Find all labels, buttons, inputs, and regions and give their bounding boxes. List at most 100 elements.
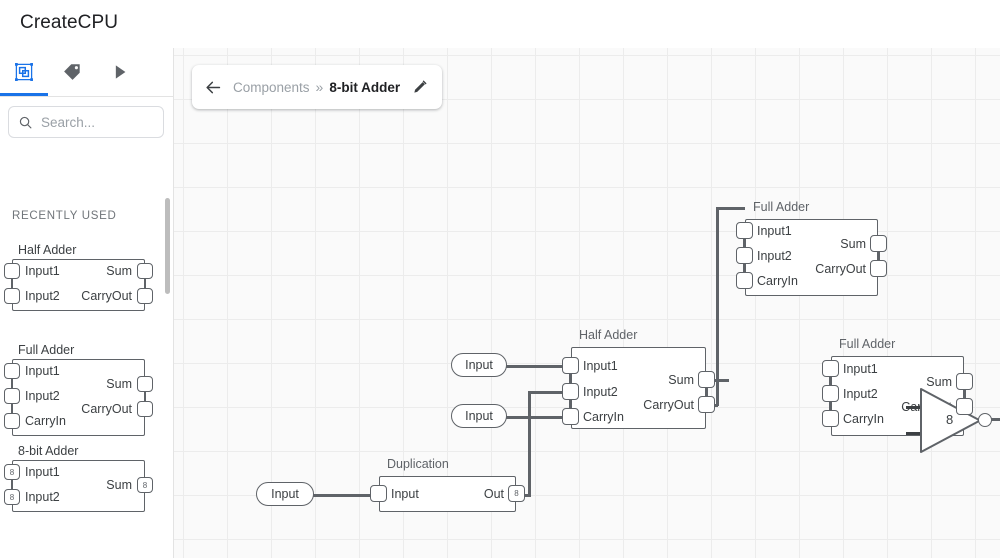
node-duplication[interactable]: Duplication Input 8 Out [370,457,525,512]
node-pin-sum[interactable] [698,371,715,388]
node-pin-label: Input1 [583,359,618,373]
palette-pin-input[interactable]: 8 [4,464,20,480]
node-pin-carryout[interactable] [698,396,715,413]
circuit-canvas[interactable]: Components » 8-bit Adder [174,48,1000,558]
palette-pin-label: Sum [106,478,132,492]
node-pin-input1[interactable] [562,357,579,374]
palette-item-8bit-adder[interactable]: 8-bit Adder 8 Input1 8 Input2 8 Sum [4,444,153,512]
node-pin-carryin[interactable] [736,272,753,289]
merger-bit-width-label: 8 [946,412,954,427]
node-pin-label: CarryIn [583,410,624,424]
node-pin-label: Out [483,487,504,501]
node-pin-input2[interactable] [736,247,753,264]
node-pin-input[interactable] [370,485,387,502]
node-full-adder-top[interactable]: Full Adder Input1 Input2 CarryIn Sum Car… [736,200,887,296]
search-input[interactable] [41,114,146,130]
palette-pin-label: CarryIn [25,414,66,428]
node-pin-sum[interactable] [870,235,887,252]
node-pin-out[interactable]: 8 [508,485,525,502]
merger-input-stub-2[interactable] [906,432,920,435]
node-pin-input2[interactable] [822,385,839,402]
node-pin-label: CarryIn [843,412,884,426]
node-pin-sum[interactable] [956,373,973,390]
palette-pin-input[interactable] [4,363,20,379]
sidebar-tabbar [0,48,173,97]
pencil-icon [414,80,427,93]
wire-pill3-to-duplication-input [311,494,379,497]
node-pin-label: Input2 [843,387,878,401]
edit-button[interactable] [412,79,428,95]
breadcrumb: Components » 8-bit Adder [192,65,442,109]
node-pin-input1[interactable] [736,222,753,239]
merger-triangle-icon [920,388,981,453]
palette-item-title: 8-bit Adder [18,444,79,458]
palette-pin-input[interactable] [4,288,20,304]
palette-pin-label: Input2 [25,389,60,403]
node-pin-label: CarryOut [815,262,866,276]
node-pin-carryout[interactable] [870,260,887,277]
palette-pin-input[interactable] [4,388,20,404]
node-body [379,476,516,512]
palette-pin-label: CarryOut [81,402,132,416]
merger-output-pin[interactable] [978,413,992,427]
breadcrumb-parent[interactable]: Components [233,79,310,95]
node-pin-label: Input2 [757,249,792,263]
search-icon [19,116,32,128]
back-button[interactable] [204,78,223,97]
input-pill-3[interactable]: Input [256,482,314,506]
input-pill-2[interactable]: Input [451,404,507,428]
app-header: CreateCPU [0,0,1000,48]
wire-to-top-full-adder-input2-up [716,207,719,406]
palette-pin-label: CarryOut [81,289,132,303]
palette-pin-output[interactable] [137,401,153,417]
node-pin-label: Input1 [757,224,792,238]
merger-input-stub-1[interactable] [906,406,920,409]
tab-tags[interactable] [48,48,96,95]
breadcrumb-separator: » [315,79,324,95]
node-pin-input1[interactable] [822,360,839,377]
node-pin-label: Sum [668,373,694,387]
palette-pin-input[interactable] [4,413,20,429]
palette-item-half-adder[interactable]: Half Adder Input1 Input2 Sum CarryOut [4,243,153,311]
node-pin-label: Input1 [843,362,878,376]
wire-to-top-full-adder-input2 [716,207,745,210]
section-label-recently-used: RECENTLY USED [12,210,117,222]
node-pin-label: CarryOut [643,398,694,412]
search-box[interactable] [8,106,164,138]
node-pin-label: Sum [840,237,866,251]
page-title: CreateCPU [20,12,119,33]
node-pin-carryin[interactable] [562,408,579,425]
palette-item-full-adder[interactable]: Full Adder Input1 Input2 CarryIn Sum Car… [4,343,153,436]
tab-active-indicator [0,93,48,96]
wire-duplication-to-half-adder-input2 [528,391,571,394]
palette-pin-output[interactable] [137,288,153,304]
node-pin-input2[interactable] [562,383,579,400]
palette-pin-label: Input1 [25,465,60,479]
wire-pill1-to-half-adder-input1 [504,365,570,368]
palette-pin-output[interactable] [137,376,153,392]
wire-merger-to-full-adder-input1 [990,418,1000,421]
palette-pin-input[interactable] [4,263,20,279]
node-title: Duplication [387,457,449,471]
node-half-adder[interactable]: Half Adder Input1 Input2 CarryIn Sum Car… [562,328,715,429]
node-pin-label: Input2 [583,385,618,399]
palette-pin-label: Input2 [25,490,60,504]
sidebar-scrollbar[interactable] [165,198,170,294]
input-pill-1[interactable]: Input [451,353,507,377]
tab-run[interactable] [96,48,144,95]
node-pin-carryin[interactable] [822,410,839,427]
palette-pin-output[interactable]: 8 [137,477,153,493]
palette-pin-label: Input1 [25,264,60,278]
tab-components[interactable] [0,48,48,96]
wire-duplication-out-up [528,391,531,497]
palette-pin-input[interactable]: 8 [4,489,20,505]
tag-icon [64,63,80,80]
node-pin-carryout[interactable] [956,398,973,415]
palette-pin-label: Input2 [25,289,60,303]
palette-item-title: Full Adder [18,343,75,357]
palette-pin-output[interactable] [137,263,153,279]
pin-rail-right [878,240,880,270]
palette-pin-label: Input1 [25,364,60,378]
node-pin-label: Input [391,487,419,501]
node-merger[interactable]: 8 [906,386,994,456]
